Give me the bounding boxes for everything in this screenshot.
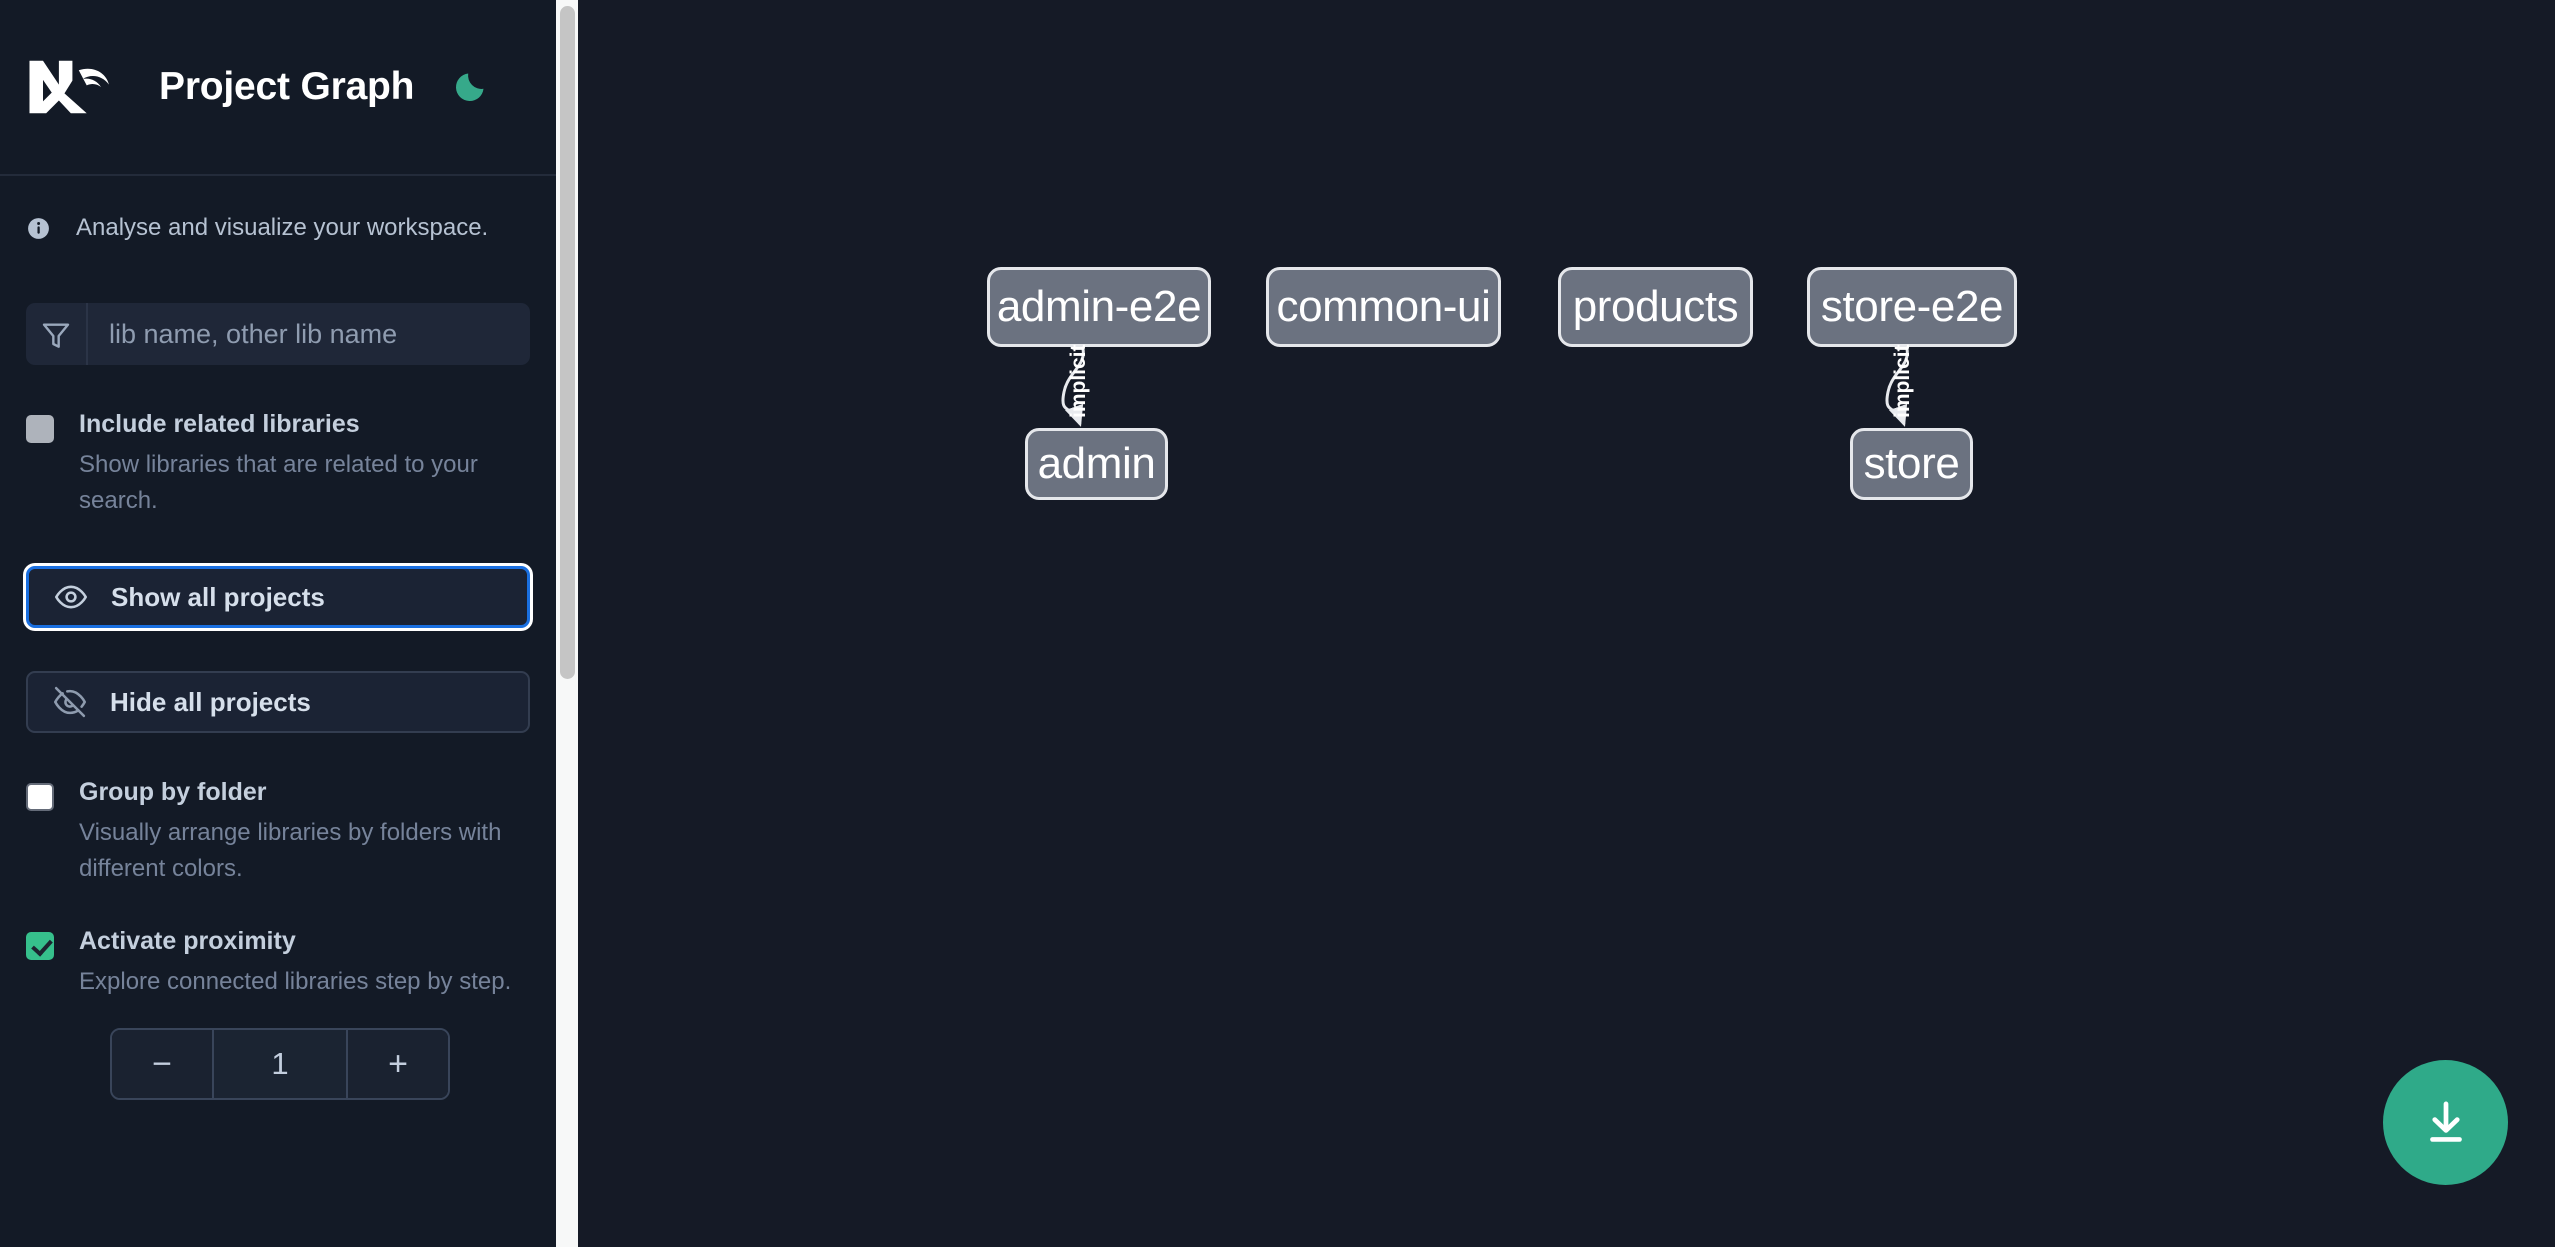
sidebar: Project Graph Analyse and visualize your… [0,0,556,1247]
eye-icon [54,585,88,609]
hide-all-projects-button[interactable]: Hide all projects [26,671,530,733]
option-text-group: Activate proximity Explore connected lib… [79,926,511,1000]
eye-off-icon [53,686,87,718]
option-label: Include related libraries [79,410,360,438]
edge-store-e2e-to-store [1885,348,1909,427]
moon-glyph [456,73,484,102]
option-text-group: Group by folder Visually arrange librari… [79,777,519,887]
graph-node-products[interactable]: products [1558,267,1753,347]
group-by-folder-checkbox[interactable] [26,783,54,811]
graph-edges [1061,348,1909,427]
filter-funnel-icon [26,303,88,365]
option-include-related-libraries[interactable]: Include related libraries Show libraries… [0,409,556,519]
workspace-tagline: Analyse and visualize your workspace. [0,176,556,242]
option-text-group: Include related libraries Show libraries… [79,409,519,519]
proximity-stepper[interactable]: − 1 + [110,1028,450,1100]
tagline-text: Analyse and visualize your workspace. [76,214,489,241]
search-input[interactable] [88,303,530,365]
include-related-libraries-checkbox[interactable] [26,415,54,443]
option-group-by-folder[interactable]: Group by folder Visually arrange librari… [0,777,556,887]
node-label: products [1572,282,1739,331]
download-icon [2429,1101,2462,1142]
option-label: Activate proximity [79,927,296,955]
node-label: store [1863,439,1960,488]
option-description: Visually arrange libraries by folders wi… [79,819,502,882]
filter-search-box[interactable] [26,303,530,365]
graph-node-common-ui[interactable]: common-ui [1266,267,1501,347]
option-description: Show libraries that are related to your … [79,451,478,514]
info-icon [28,217,49,239]
stepper-increment-button[interactable]: + [346,1030,448,1098]
node-label: common-ui [1276,282,1491,331]
node-label: store-e2e [1820,282,2004,331]
option-label: Group by folder [79,778,267,806]
page-title: Project Graph [159,65,415,108]
graph-node-admin[interactable]: admin [1025,428,1168,500]
graph-canvas[interactable]: admin-e2e common-ui products store-e2e a… [578,0,2555,1247]
node-label: admin-e2e [996,282,1202,331]
activate-proximity-checkbox[interactable] [26,932,54,960]
option-description: Explore connected libraries step by step… [79,968,512,995]
edge-label-admin-e2e-to-admin: implicit [1067,344,1090,418]
nx-logo-icon [29,60,109,114]
edge-admin-e2e-to-admin [1061,348,1085,427]
sidebar-header: Project Graph [0,0,556,176]
graph-node-admin-e2e[interactable]: admin-e2e [987,267,1211,347]
node-label: admin [1037,439,1156,488]
download-graph-button[interactable] [2383,1060,2508,1185]
edge-label-store-e2e-to-store: implicit [1891,344,1914,418]
moon-icon[interactable] [447,64,493,110]
sidebar-scrollbar-thumb[interactable] [560,6,575,679]
option-activate-proximity[interactable]: Activate proximity Explore connected lib… [0,926,556,1000]
graph-node-store-e2e[interactable]: store-e2e [1807,267,2017,347]
hide-all-projects-label: Hide all projects [110,686,311,717]
show-all-projects-button[interactable]: Show all projects [26,566,530,628]
funnel-glyph [42,323,70,348]
stepper-value: 1 [214,1030,346,1098]
sidebar-scrollbar[interactable] [556,0,578,1247]
stepper-decrement-button[interactable]: − [112,1030,214,1098]
show-all-projects-label: Show all projects [111,581,325,612]
sidebar-body: Analyse and visualize your workspace. In… [0,176,556,1247]
graph-node-store[interactable]: store [1850,428,1973,500]
